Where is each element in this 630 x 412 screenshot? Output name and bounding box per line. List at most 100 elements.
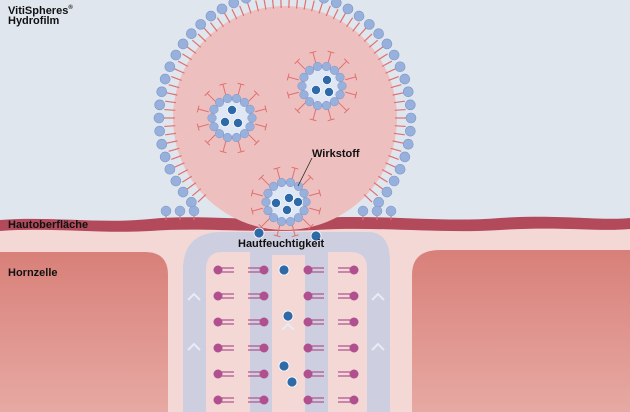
micelle-heads	[297, 61, 347, 111]
phospholipid-icon	[297, 81, 307, 91]
active-agent-molecule-icon	[232, 118, 243, 129]
phospholipid-icon	[170, 175, 182, 187]
phospholipid-icon	[174, 205, 186, 217]
phospholipid-icon	[241, 0, 252, 4]
phospholipid-icon	[330, 0, 342, 9]
skin-lipid-molecule-icon	[259, 343, 269, 353]
skin-lipid-molecule-icon	[303, 291, 313, 301]
phospholipid-icon	[276, 216, 287, 227]
phospholipid-icon	[318, 0, 329, 4]
phospholipid-icon	[263, 188, 273, 198]
phospholipid-icon	[154, 125, 165, 137]
phospholipid-icon	[335, 72, 345, 82]
hydrofilm-sphere	[153, 0, 417, 238]
phospholipid-icon	[164, 61, 176, 73]
active-agent-molecule-icon	[278, 264, 290, 276]
phospholipid-icon	[214, 97, 225, 107]
phospholipid-icon	[394, 163, 406, 175]
phospholipid-icon	[186, 197, 197, 208]
phospholipid-icon	[342, 3, 354, 15]
skin-lipid-molecule-icon	[349, 265, 359, 275]
horn-cell-left	[0, 252, 168, 412]
phospholipid-icon	[170, 49, 182, 61]
phospholipid-icon	[405, 112, 417, 124]
micelle-heads	[261, 177, 311, 227]
phospholipid-icon	[402, 86, 414, 98]
sphere-core	[173, 6, 397, 230]
sphere-lipid-tails	[164, 0, 406, 203]
skin-lipid-molecule-icon	[213, 343, 223, 353]
moisture-flow-arrows	[187, 292, 385, 351]
skin-lipid-molecule-icon	[213, 317, 223, 327]
micelle-spikes	[250, 166, 322, 238]
phospholipid-icon	[293, 181, 304, 191]
micelle-spikes	[286, 50, 358, 122]
active-agent-molecule-icon	[292, 196, 303, 207]
phospholipid-icon	[299, 206, 309, 216]
micelle-heads	[207, 93, 257, 143]
active-agent-molecule-icon	[278, 360, 290, 372]
horn-cell-label: Hornzelle	[8, 267, 58, 279]
micelle-entering	[250, 166, 322, 238]
phospholipid-icon	[268, 181, 279, 191]
phospholipid-icon	[405, 99, 416, 111]
skin-lipid-molecule-icon	[213, 265, 223, 275]
phospholipid-icon	[153, 112, 165, 124]
phospholipid-icon	[285, 177, 296, 188]
phospholipid-icon	[364, 19, 375, 30]
phospholipid-icon	[373, 197, 384, 208]
phospholipid-icon	[299, 90, 309, 100]
phospholipid-icon	[321, 61, 332, 72]
skin-lipid-molecule-icon	[213, 369, 223, 379]
skin-lipid-molecule-icon	[259, 291, 269, 301]
phospholipid-icon	[312, 100, 323, 111]
phospholipid-icon	[160, 205, 172, 217]
horn-cell-right	[412, 250, 630, 412]
phospholipid-icon	[222, 93, 233, 104]
micelle-inner	[268, 184, 304, 220]
phospholipid-icon	[159, 73, 171, 85]
phospholipid-icon	[231, 132, 242, 143]
phospholipid-icon	[154, 99, 165, 111]
phospholipid-icon	[207, 113, 217, 123]
active-agent-molecule-icon	[286, 376, 298, 388]
phospholipid-icon	[402, 138, 414, 150]
active-agent-molecule-icon	[281, 204, 292, 215]
phospholipid-icon	[329, 97, 340, 107]
skin-lipid-molecule-icon	[303, 343, 313, 353]
phospholipid-icon	[321, 100, 332, 111]
micelle-right	[286, 50, 358, 122]
phospholipid-icon	[405, 125, 416, 137]
phospholipid-icon	[312, 61, 323, 72]
skin-lipid-molecules	[213, 265, 359, 405]
phospholipid-icon	[188, 205, 200, 217]
active-agent-pointer	[297, 157, 313, 187]
active-agent-molecules	[253, 227, 322, 388]
surface-lipids	[160, 205, 397, 220]
phospholipid-icon	[231, 93, 242, 104]
phospholipid-icon	[371, 205, 383, 217]
micelle-spikes	[196, 82, 268, 154]
phospholipid-icon	[209, 122, 219, 132]
phospholipid-icon	[268, 213, 279, 223]
phospholipid-icon	[335, 90, 345, 100]
phospholipid-icon	[353, 10, 365, 22]
phospholipid-icon	[299, 72, 309, 82]
phospholipid-icon	[381, 186, 393, 198]
skin-lipid-molecule-icon	[349, 395, 359, 405]
phospholipid-icon	[186, 28, 197, 39]
skin-lipid-molecule-icon	[259, 395, 269, 405]
active-agent-molecule-icon	[253, 227, 265, 239]
brand-name: VitiSpheres®	[8, 5, 73, 17]
phospholipid-icon	[205, 10, 217, 22]
phospholipid-icon	[245, 122, 255, 132]
skin-lipid-molecule-icon	[259, 265, 269, 275]
registered-mark: ®	[68, 5, 73, 11]
active-agent-molecule-icon	[270, 197, 281, 208]
phospholipid-icon	[304, 97, 315, 107]
phospholipid-icon	[399, 151, 411, 163]
phospholipid-icon	[216, 3, 228, 15]
phospholipid-icon	[177, 186, 189, 198]
phospholipid-icon	[156, 86, 168, 98]
